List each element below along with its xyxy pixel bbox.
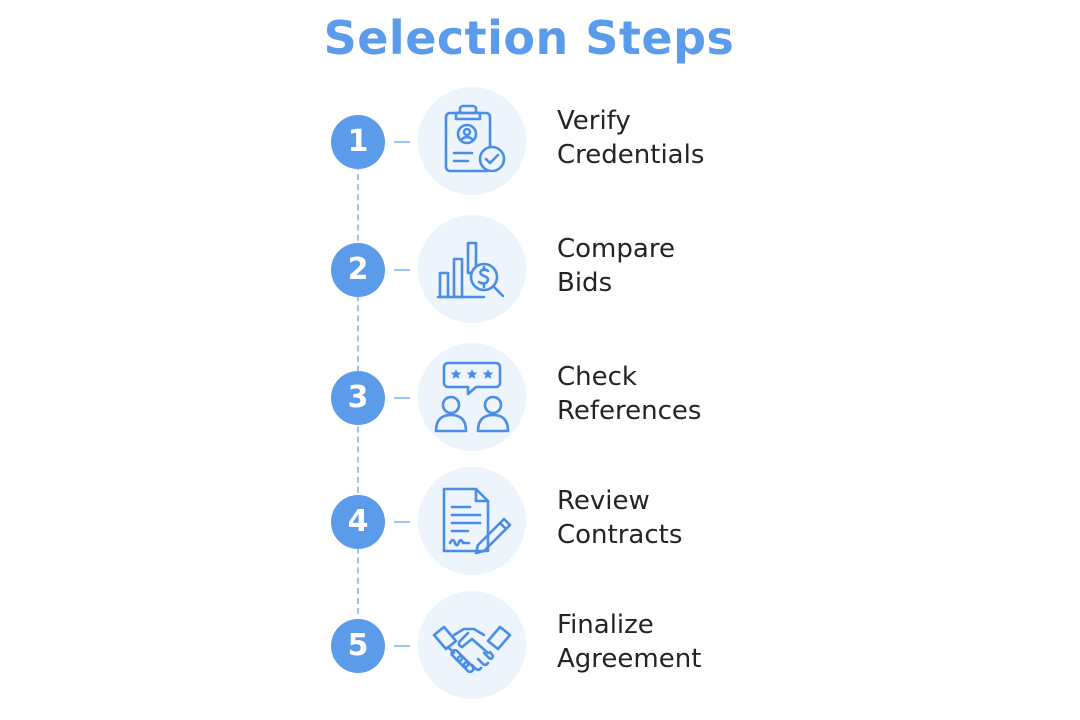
step-label: Finalize Agreement (557, 608, 857, 676)
step-label-line1: Finalize (557, 610, 654, 640)
step-label-line2: Agreement (557, 644, 702, 674)
step-5: 5 Finalize Agreement (0, 590, 1080, 700)
step-connector (394, 141, 410, 143)
step-icon-circle (418, 343, 526, 451)
people-rating-icon (434, 361, 510, 433)
step-connector (394, 397, 410, 399)
step-label-line1: Verify (557, 106, 631, 136)
step-label-line2: Bids (557, 268, 613, 298)
step-label-line1: Check (557, 362, 637, 392)
page-title: Selection Steps (323, 11, 735, 65)
step-icon-circle (418, 467, 526, 575)
step-4: 4 Review Contracts (0, 466, 1080, 576)
step-label-line1: Compare (557, 234, 675, 264)
step-label-line2: References (557, 396, 702, 426)
step-number-badge: 1 (331, 115, 385, 169)
step-icon-circle (418, 591, 526, 699)
step-number-badge: 3 (331, 371, 385, 425)
clipboard-check-icon (444, 104, 506, 173)
step-3: 3 Check References (0, 342, 1080, 452)
step-label: Verify Credentials (557, 104, 857, 172)
step-label-line2: Contracts (557, 520, 683, 550)
step-label-line2: Credentials (557, 140, 705, 170)
step-label: Review Contracts (557, 484, 857, 552)
step-icon-circle (418, 215, 526, 323)
step-connector (394, 645, 410, 647)
step-1: 1 Verify Credentials (0, 86, 1080, 196)
step-connector (394, 521, 410, 523)
step-icon-circle (418, 87, 526, 195)
step-connector (394, 269, 410, 271)
step-number-badge: 2 (331, 243, 385, 297)
step-label: Check References (557, 360, 857, 428)
handshake-icon (432, 625, 512, 674)
step-2: 2 Compare Bids (0, 214, 1080, 324)
bar-chart-dollar-search-icon (436, 241, 505, 299)
step-number-badge: 4 (331, 495, 385, 549)
step-label: Compare Bids (557, 232, 857, 300)
step-number-badge: 5 (331, 619, 385, 673)
document-pen-icon (442, 487, 512, 555)
step-label-line1: Review (557, 486, 650, 516)
